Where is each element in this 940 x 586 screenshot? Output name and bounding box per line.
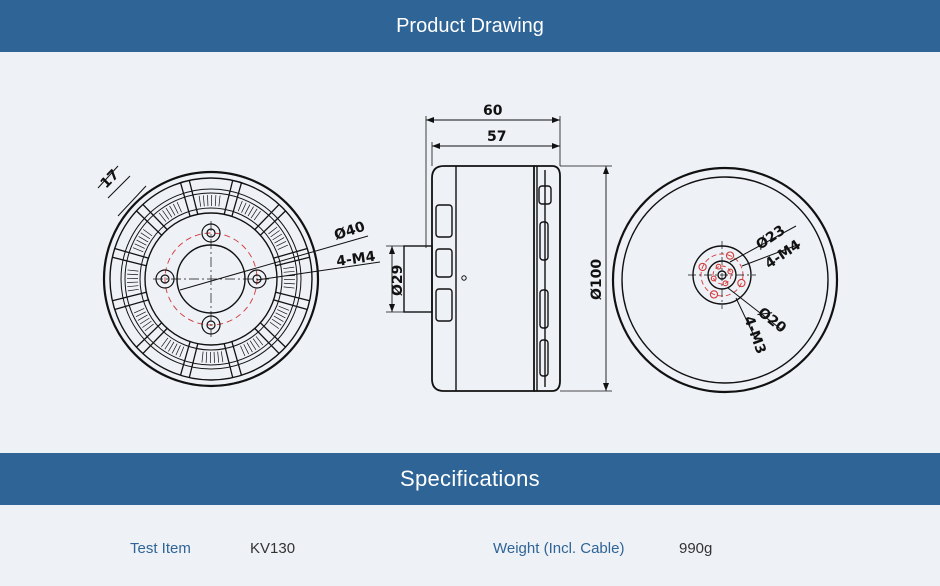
dim-spoke-width: 17 [98, 167, 123, 192]
specifications-header: Specifications [0, 453, 940, 505]
dim-body-length: 57 [487, 129, 506, 145]
dim-total-length: 60 [483, 103, 503, 119]
front-view [97, 165, 381, 388]
spec-label-test-item: Test Item [130, 540, 191, 557]
spec-value-weight: 990g [679, 540, 713, 557]
spec-label-weight: Weight (Incl. Cable) [493, 540, 625, 557]
side-view [386, 116, 612, 392]
motor-drawing: 17 Ø40 4-M4 [97, 103, 839, 394]
product-drawing-header: Product Drawing [0, 0, 940, 52]
dim-bolt-holes: 4-M4 [335, 249, 376, 270]
dim-shaft-diameter: Ø29 [390, 265, 406, 296]
product-drawing-title: Product Drawing [396, 14, 544, 37]
rear-view [611, 166, 839, 394]
side-view-arrows [389, 117, 609, 391]
dim-bolt-circle: Ø40 [332, 219, 367, 244]
specifications-table: Test Item KV130 Weight (Incl. Cable) 990… [0, 505, 940, 586]
dim-outer-diameter: Ø100 [589, 259, 605, 300]
product-drawing-area: 17 Ø40 4-M4 [0, 52, 940, 453]
spec-value-test-item: KV130 [250, 540, 296, 557]
specifications-title: Specifications [400, 466, 540, 491]
